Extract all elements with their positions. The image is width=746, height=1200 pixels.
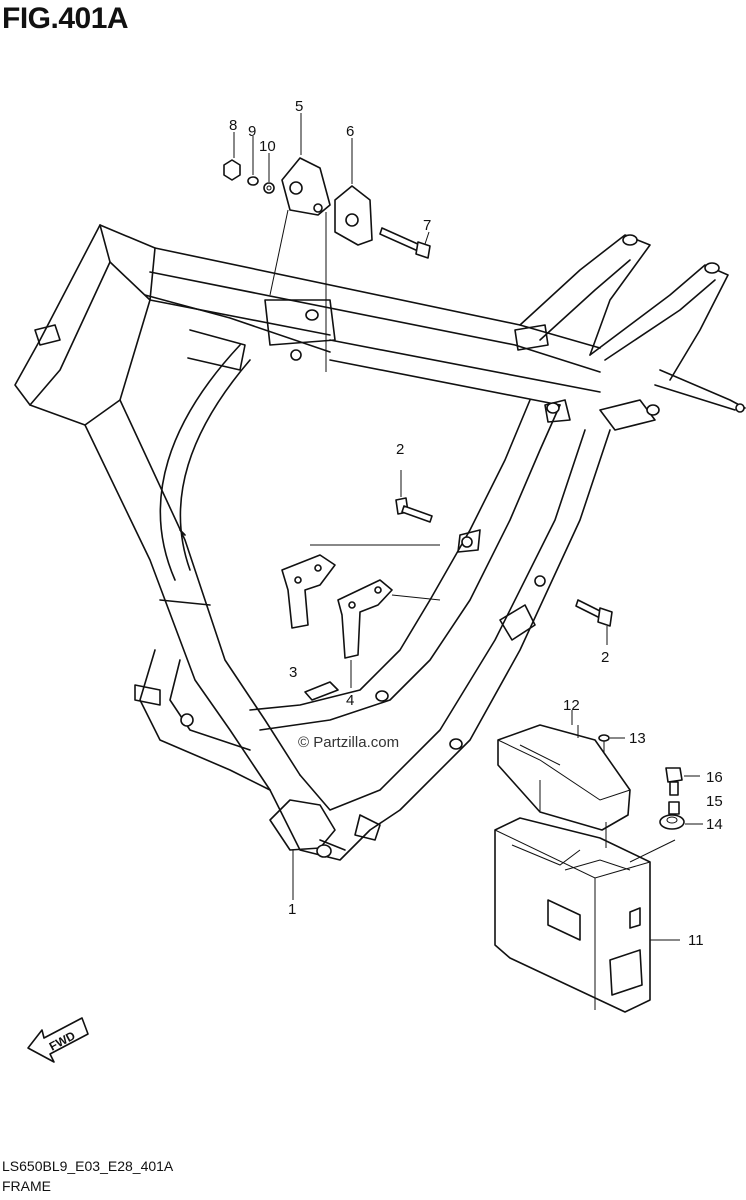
callout-13: 13 — [629, 730, 646, 747]
callout-4: 4 — [346, 692, 354, 709]
callout-3: 3 — [289, 664, 297, 681]
callout-5: 5 — [295, 98, 303, 115]
callout-12: 12 — [563, 697, 580, 714]
spacer-15 — [668, 801, 680, 815]
figure-title: FIG.401A — [2, 2, 129, 35]
cover-12 — [497, 724, 631, 831]
battery-holder-11 — [494, 817, 680, 1013]
leader-lines — [233, 113, 573, 900]
callout-15: 15 — [706, 793, 723, 810]
fwd-arrow-icon: FWD — [27, 1017, 89, 1063]
callout-14: 14 — [706, 816, 723, 833]
callout-10: 10 — [259, 138, 276, 155]
watermark: © Partzilla.com — [298, 734, 399, 751]
bracket-5 — [269, 157, 331, 372]
diagram-name: FRAME — [2, 1178, 51, 1194]
diagram-code: LS650BL9_E03_E28_401A — [2, 1158, 174, 1174]
callout-8: 8 — [229, 117, 237, 134]
callout-labels: 1 2 2 3 4 5 6 7 8 9 10 11 12 13 14 15 16 — [229, 98, 723, 949]
bracket-3 — [281, 544, 440, 629]
bolt-2-lower — [575, 599, 613, 645]
frame-mount-holes — [180, 234, 745, 858]
bracket-small-plate — [304, 681, 339, 701]
callout-16: 16 — [706, 769, 723, 786]
washer-9 — [247, 176, 259, 186]
bolt-2-upper — [395, 470, 433, 523]
callout-9: 9 — [248, 123, 256, 140]
callout-7: 7 — [423, 217, 431, 234]
nut-8 — [223, 159, 241, 181]
screw-13 — [598, 734, 625, 752]
callout-2-upper: 2 — [396, 441, 404, 458]
bolt-7 — [379, 227, 431, 259]
callout-1: 1 — [288, 901, 296, 918]
callout-11: 11 — [688, 932, 704, 949]
bolt-16 — [665, 767, 700, 796]
bracket-4 — [337, 579, 441, 659]
cushion-14 — [659, 814, 703, 830]
bracket-6 — [334, 185, 373, 246]
callout-6: 6 — [346, 123, 354, 140]
callout-2-lower: 2 — [601, 649, 609, 666]
washer-10 — [263, 182, 275, 194]
main-frame — [14, 224, 746, 861]
